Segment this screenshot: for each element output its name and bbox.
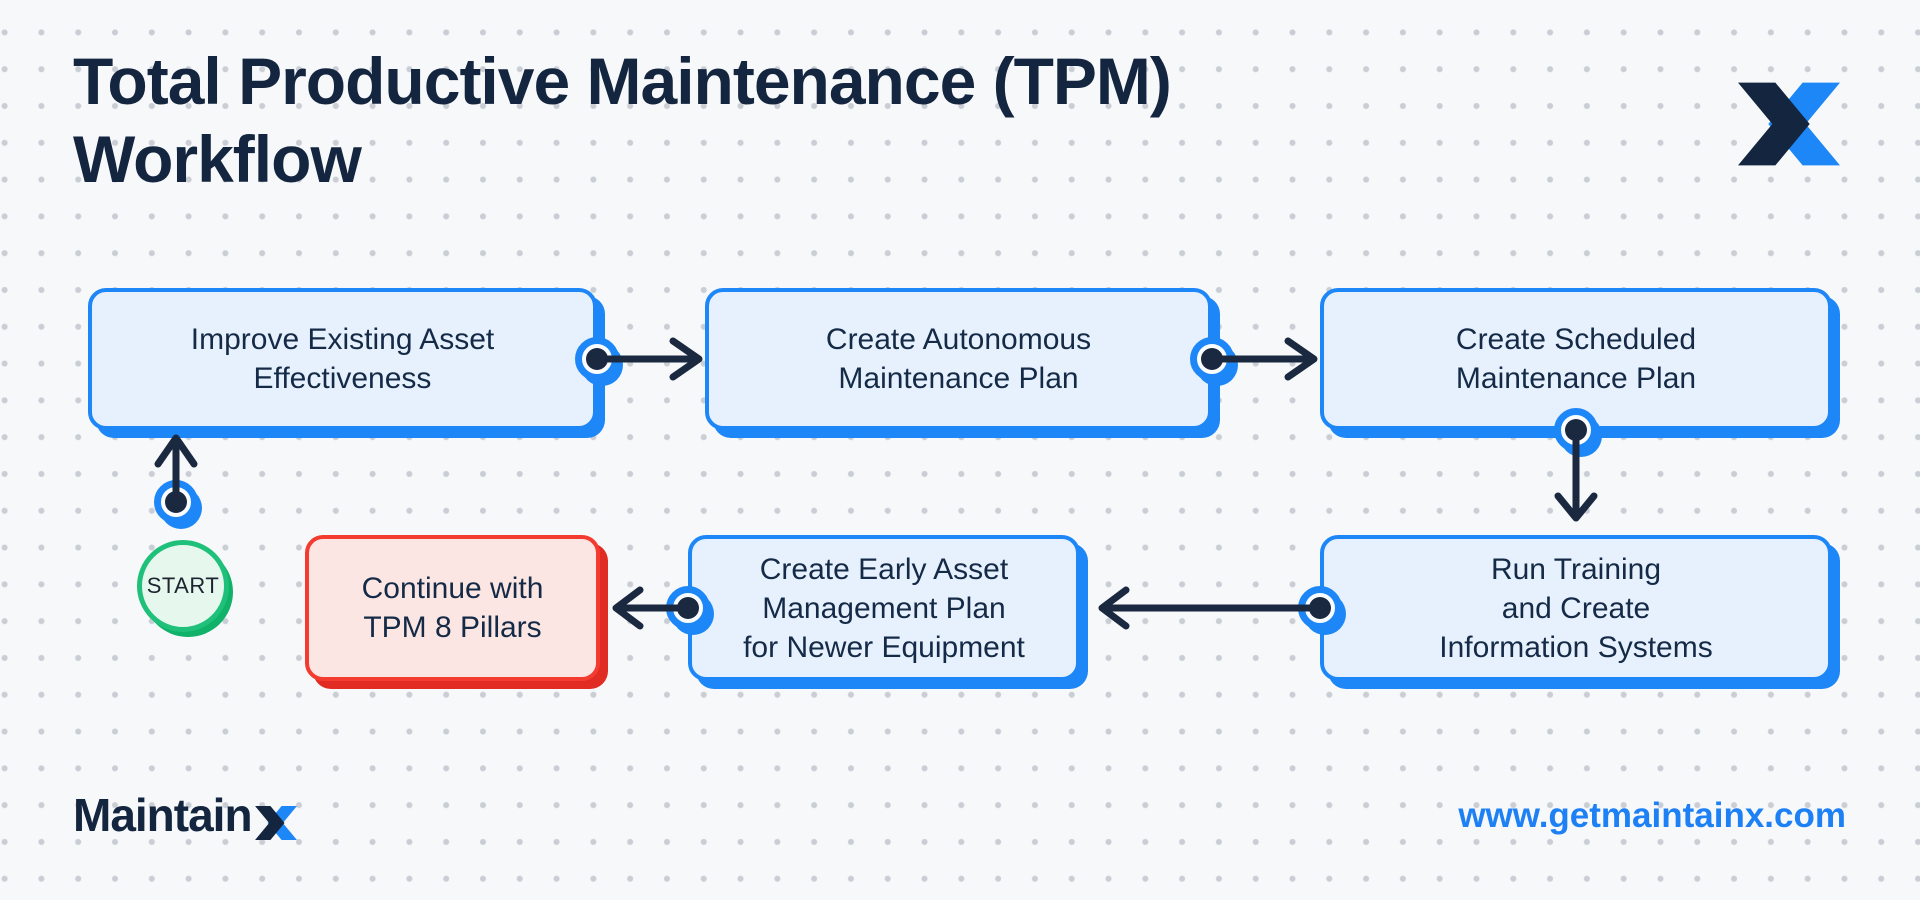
flow-box-run-training-information-systems: Run Training and Create Information Syst… [1320,535,1832,681]
flow-box-create-early-asset-management-plan: Create Early Asset Management Plan for N… [688,535,1080,681]
maintainx-x-logo-icon [1738,82,1840,166]
arrow-up-start-to-box1-icon [154,434,198,508]
start-circle: START [137,540,229,632]
flow-box-improve-existing-asset: Improve Existing Asset Effectiveness [88,288,597,430]
maintainx-wordmark: Maintain [73,788,297,842]
website-url-link[interactable]: www.getmaintainx.com [1458,796,1846,835]
maintainx-wordmark-text: Maintain [73,789,253,841]
flow-box-create-autonomous-maintenance-plan: Create Autonomous Maintenance Plan [705,288,1212,430]
flow-box-continue-with-tpm-8-pillars: Continue with TPM 8 Pillars [305,535,600,681]
page-title: Total Productive Maintenance (TPM) Workf… [73,44,1172,196]
arrow-left-box4-to-box5-icon [1098,586,1324,630]
maintainx-wordmark-x-icon [254,806,297,840]
arrow-left-box5-to-box6-icon [612,586,692,630]
arrow-down-box3-to-box4-icon [1554,426,1598,522]
flow-box-create-scheduled-maintenance-plan: Create Scheduled Maintenance Plan [1320,288,1832,430]
arrow-right-box2-to-box3-icon [1208,337,1318,381]
arrow-right-box1-to-box2-icon [593,337,703,381]
